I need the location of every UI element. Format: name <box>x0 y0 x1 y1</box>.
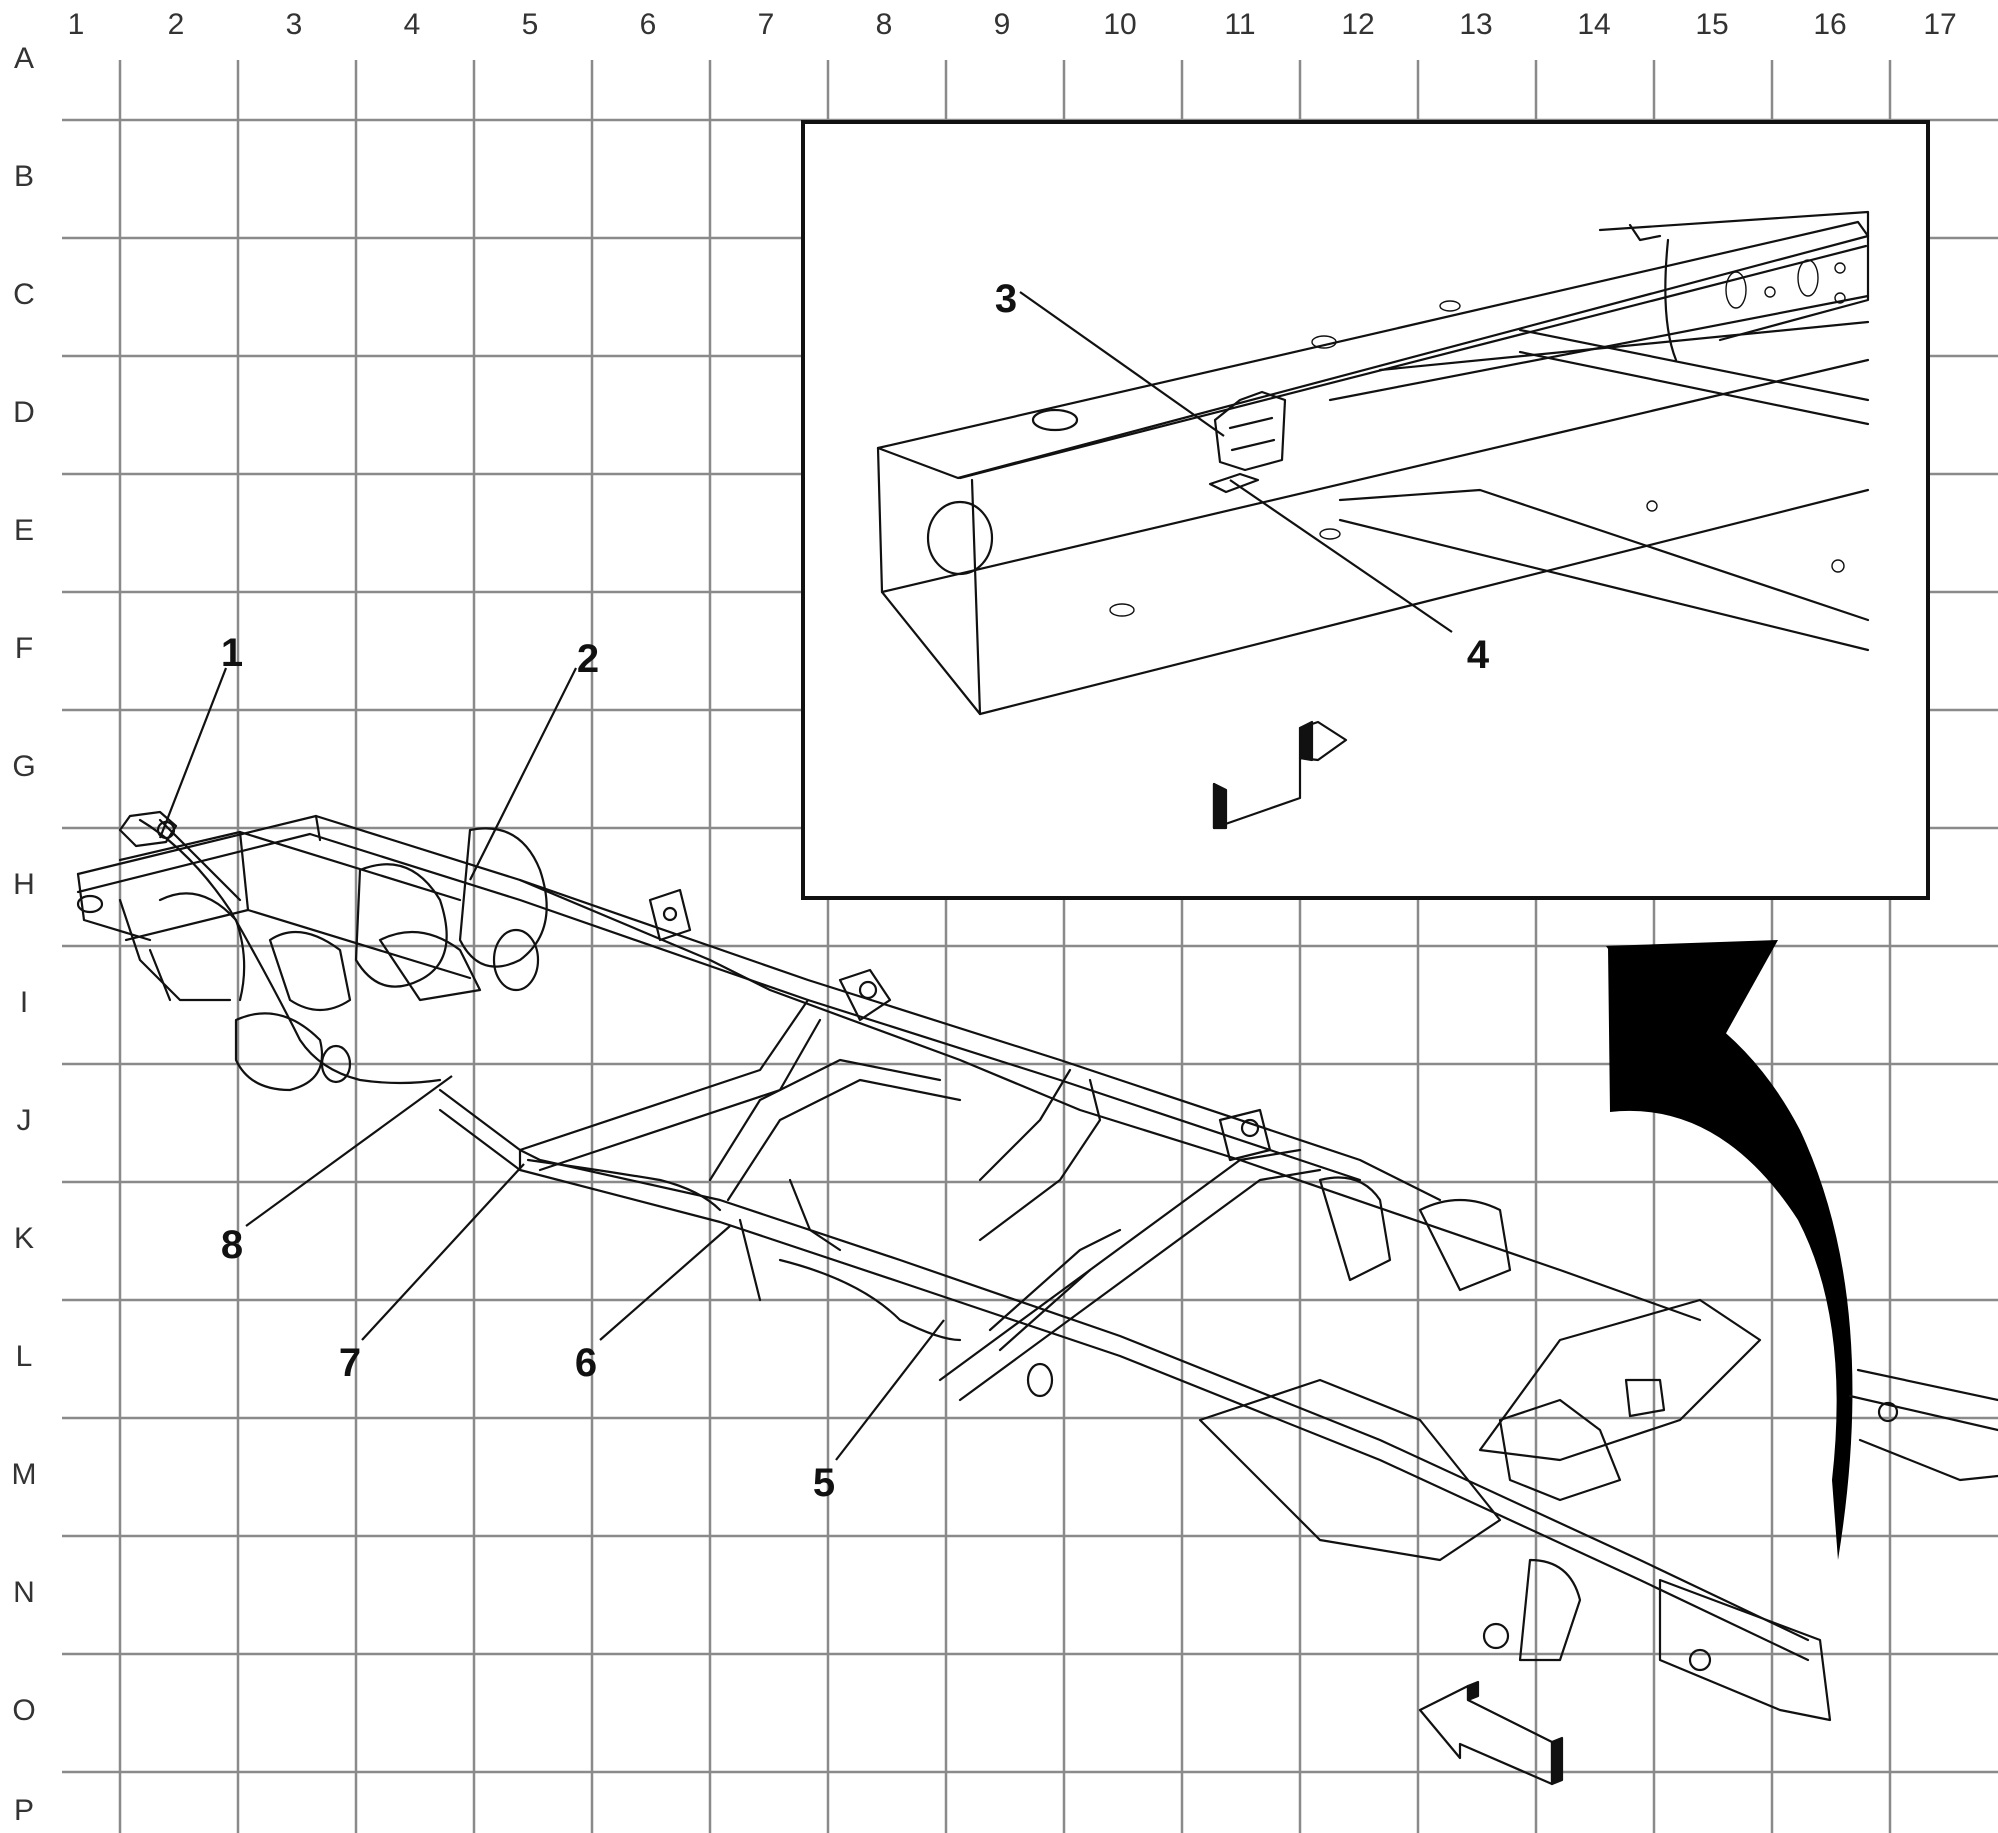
leader-lines <box>158 291 1453 1461</box>
column-labels: 1 2 3 4 5 6 7 8 9 10 11 12 13 14 15 16 1… <box>68 8 1957 41</box>
col-label-2: 2 <box>168 8 185 41</box>
callout-2: 2 <box>577 637 599 681</box>
row-label-f: F <box>15 632 33 665</box>
row-label-j: J <box>17 1104 32 1137</box>
row-label-c: C <box>13 278 35 311</box>
callout-6: 6 <box>575 1341 597 1385</box>
callout-3: 3 <box>995 277 1017 321</box>
col-label-7: 7 <box>758 8 775 41</box>
row-label-m: M <box>12 1458 37 1491</box>
col-label-14: 14 <box>1577 8 1610 41</box>
zoom-arrow-curve <box>1608 946 1853 1560</box>
row-label-n: N <box>13 1576 35 1609</box>
col-label-13: 13 <box>1459 8 1492 41</box>
chassis-frame <box>76 810 1998 1722</box>
callout-5: 5 <box>813 1461 835 1505</box>
col-label-1: 1 <box>68 8 85 41</box>
row-label-o: O <box>12 1694 35 1727</box>
col-label-17: 17 <box>1923 8 1956 41</box>
row-label-d: D <box>13 396 35 429</box>
col-label-6: 6 <box>640 8 657 41</box>
col-label-16: 16 <box>1813 8 1846 41</box>
col-label-5: 5 <box>522 8 539 41</box>
row-label-l: L <box>16 1340 33 1373</box>
col-label-15: 15 <box>1695 8 1728 41</box>
inset-frame-rail <box>876 210 1870 830</box>
inset-detail-view <box>801 120 1930 900</box>
row-label-b: B <box>14 160 34 193</box>
callout-7: 7 <box>339 1341 361 1385</box>
col-label-11: 11 <box>1224 8 1255 41</box>
row-label-h: H <box>13 868 35 901</box>
row-label-k: K <box>14 1222 34 1255</box>
row-label-i: I <box>20 986 28 1019</box>
col-label-8: 8 <box>876 8 893 41</box>
col-label-9: 9 <box>994 8 1011 41</box>
callout-1: 1 <box>221 631 243 675</box>
col-label-4: 4 <box>404 8 421 41</box>
callout-8: 8 <box>221 1223 243 1267</box>
callout-labels: 1 2 3 4 5 6 7 8 <box>221 277 1490 1505</box>
col-label-10: 10 <box>1103 8 1136 41</box>
row-label-a: A <box>14 42 34 75</box>
callout-4: 4 <box>1467 633 1490 677</box>
row-label-e: E <box>14 514 34 547</box>
zoom-arrow-head <box>1606 940 1778 1080</box>
row-label-p: P <box>14 1794 34 1827</box>
col-label-3: 3 <box>286 8 303 41</box>
row-label-g: G <box>12 750 35 783</box>
col-label-12: 12 <box>1341 8 1374 41</box>
orientation-arrow <box>1418 1680 1564 1786</box>
row-labels: A B C D E F G H I J K L M N O P <box>12 42 37 1827</box>
